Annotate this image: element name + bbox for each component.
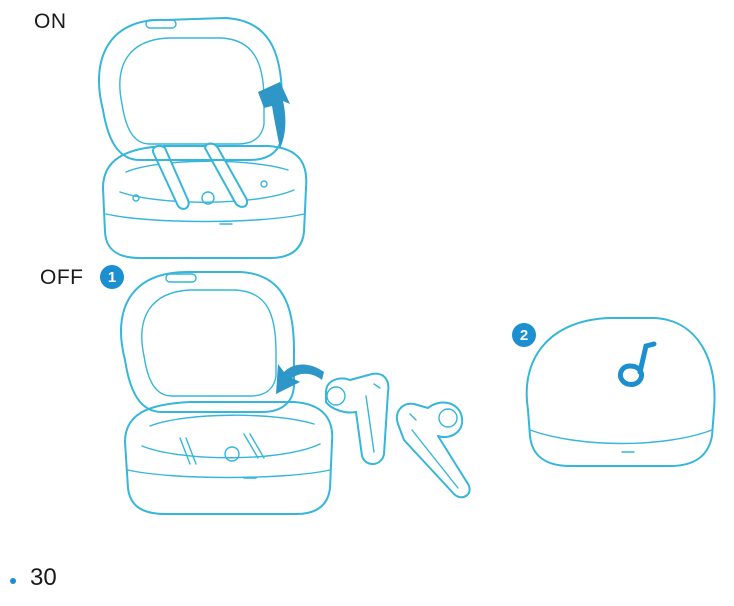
off-label: OFF (40, 266, 84, 289)
case-open-off (120, 271, 471, 515)
case-closed (525, 317, 716, 467)
step-1-badge: 1 (100, 265, 124, 289)
on-label: ON (34, 10, 67, 33)
page-number: 30 (30, 564, 57, 591)
step-2-badge: 2 (512, 323, 536, 347)
bullet-icon (10, 578, 16, 584)
case-open-on (98, 17, 308, 259)
